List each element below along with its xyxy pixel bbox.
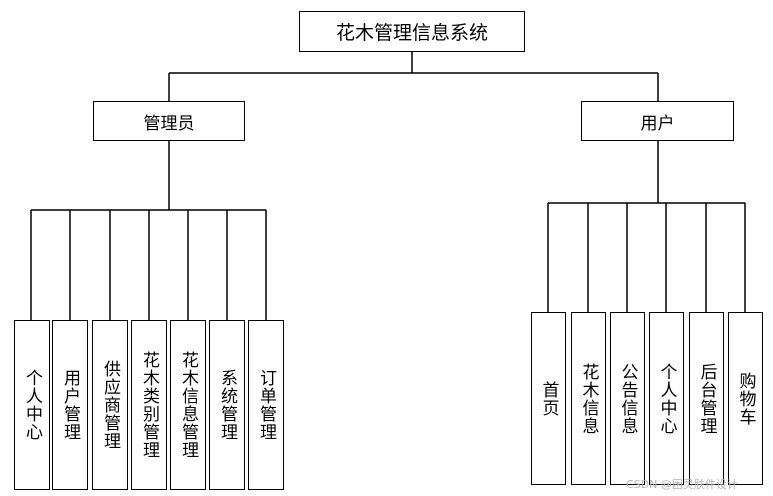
admin-leaf-flower-category-management: 花木类别管理 [131, 320, 167, 490]
admin-leaf-personal-center: 个人中心 [14, 320, 50, 490]
watermark: CSDN @困灵肤件设计 [626, 478, 738, 491]
leaf-label: 公告信息 [617, 362, 638, 435]
leaf-label: 花木类别管理 [139, 351, 160, 459]
leaf-label: 系统管理 [217, 369, 238, 441]
admin-node: 管理员 [93, 101, 245, 141]
user-leaf-personal-center: 个人中心 [649, 312, 684, 485]
user-leaf-home: 首页 [531, 312, 566, 485]
admin-leaf-system-management: 系统管理 [209, 320, 245, 490]
user-node: 用户 [581, 101, 734, 141]
admin-leaf-order-management: 订单管理 [248, 320, 284, 490]
admin-label: 管理员 [143, 113, 195, 134]
root-node: 花木管理信息系统 [299, 11, 525, 52]
leaf-label: 供应商管理 [100, 360, 121, 450]
user-leaf-shopping-cart: 购物车 [728, 312, 763, 485]
admin-leaf-user-management: 用户管理 [52, 320, 88, 490]
user-leaf-flower-info: 花木信息 [571, 312, 606, 485]
leaf-label: 首页 [538, 380, 559, 417]
leaf-label: 个人中心 [656, 362, 677, 435]
leaf-label: 个人中心 [22, 369, 43, 441]
user-leaf-announcements: 公告信息 [610, 312, 645, 485]
user-label: 用户 [640, 113, 675, 134]
root-label: 花木管理信息系统 [335, 22, 488, 44]
leaf-label: 后台管理 [696, 362, 717, 435]
leaf-label: 用户管理 [60, 369, 81, 441]
admin-leaf-flower-info-management: 花木信息管理 [170, 320, 206, 490]
user-leaf-backend-management: 后台管理 [689, 312, 724, 485]
leaf-label: 花木信息 [578, 362, 599, 435]
leaf-label: 购物车 [735, 371, 756, 426]
leaf-label: 订单管理 [256, 369, 277, 441]
leaf-label: 花木信息管理 [178, 351, 199, 459]
admin-leaf-supplier-management: 供应商管理 [92, 320, 128, 490]
